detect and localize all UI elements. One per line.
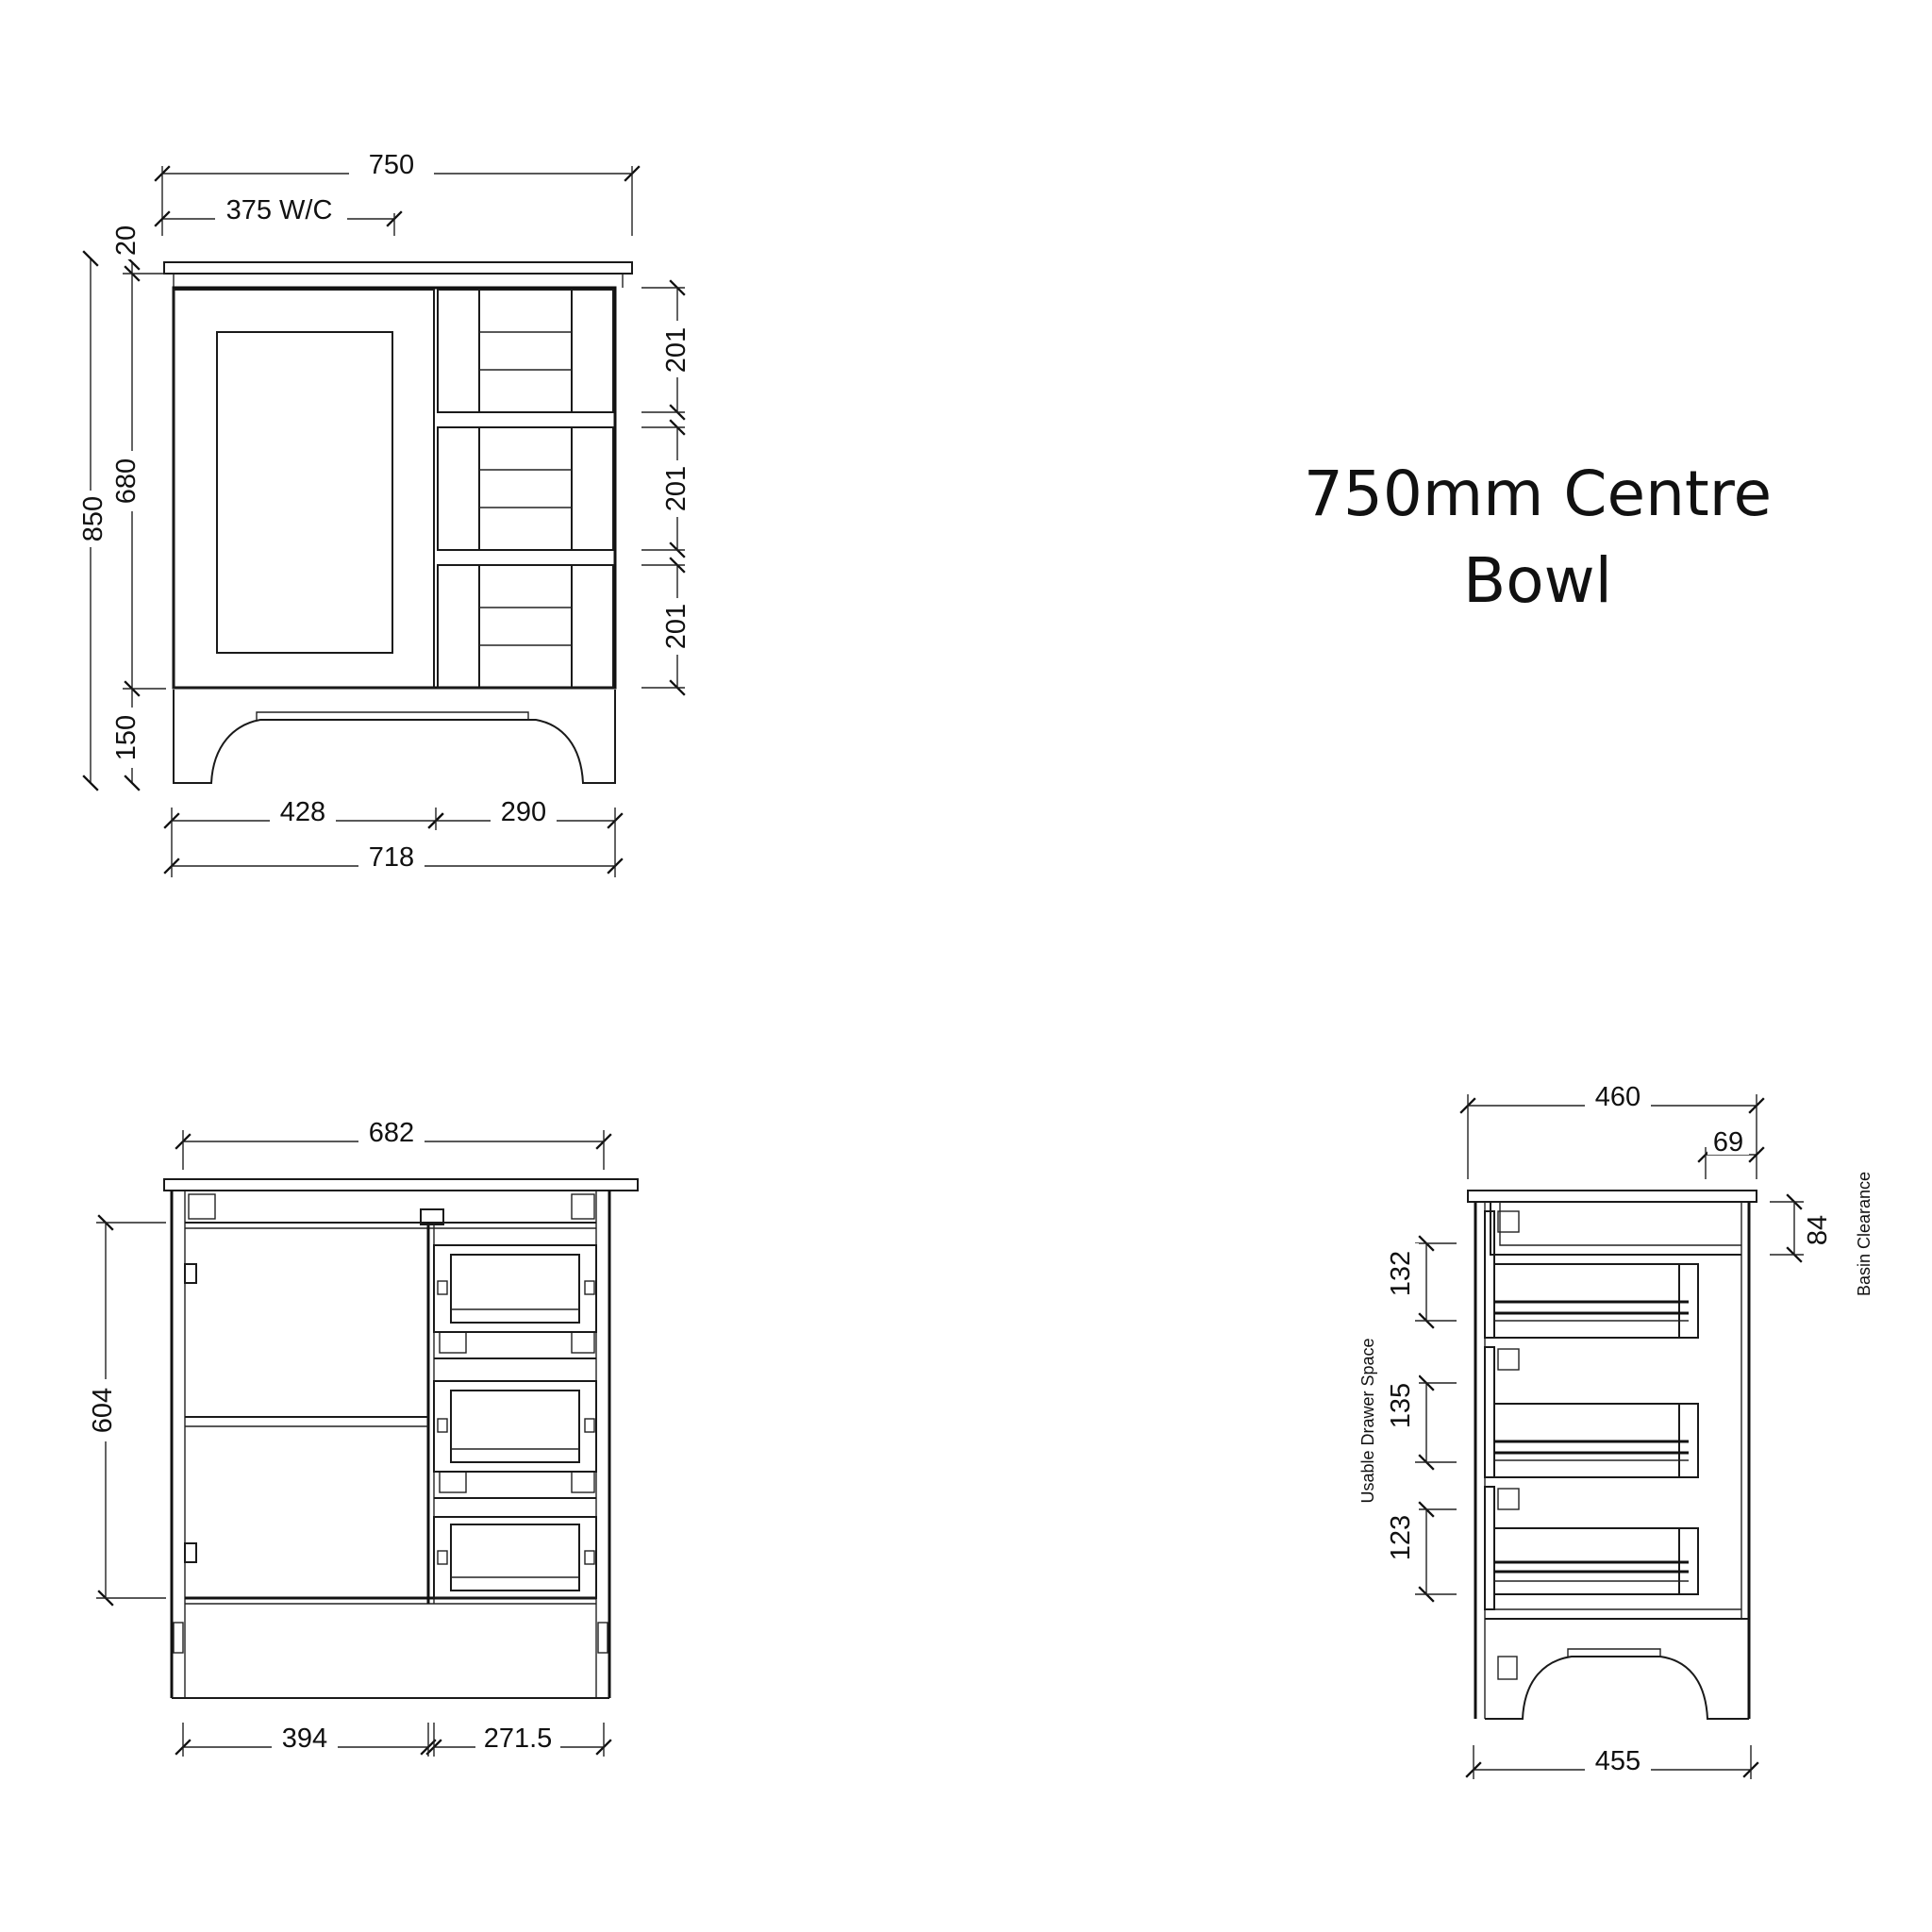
title-line-2: Bowl <box>1463 544 1612 617</box>
dim-basin-clearance: 84 <box>1803 1215 1833 1245</box>
side-plinth <box>1485 1656 1749 1720</box>
basin-recess <box>1490 1202 1741 1256</box>
interior-view: 682 604 394 271.5 <box>87 1118 639 1762</box>
dim-drawer-width: 290 <box>501 797 546 827</box>
dim-right-bay: 271.5 <box>484 1724 553 1754</box>
side-drawer-box <box>1494 1263 1699 1339</box>
dim-base-depth: 455 <box>1595 1746 1641 1776</box>
side-drawer-box <box>1494 1403 1699 1478</box>
side-drawer-front <box>1484 1210 1495 1339</box>
dim-drawer-height: 201 <box>661 327 691 373</box>
dim-plinth-height: 150 <box>111 715 142 760</box>
front-door <box>173 289 435 689</box>
dim-left-bay: 394 <box>282 1724 327 1754</box>
side-benchtop <box>1467 1190 1757 1203</box>
interior-drawer <box>433 1516 597 1599</box>
interior-drawer <box>433 1244 597 1333</box>
interior-benchtop <box>163 1178 639 1191</box>
dim-door-width: 428 <box>280 797 325 827</box>
dim-drawer-space: 132 <box>1386 1251 1416 1296</box>
side-drawer-front <box>1484 1486 1495 1610</box>
front-drawer <box>437 289 614 413</box>
front-drawer <box>437 426 614 551</box>
dim-carcass-height: 680 <box>111 458 142 504</box>
usable-space-label: Usable Drawer Space <box>1358 1338 1377 1503</box>
dim-inner-height: 604 <box>88 1388 118 1433</box>
basin-clearance-label: Basin Clearance <box>1855 1172 1874 1296</box>
dim-drawer-space: 135 <box>1386 1383 1416 1428</box>
dim-inner-width: 682 <box>369 1118 414 1148</box>
dim-carcass-width: 718 <box>369 842 414 873</box>
front-elevation: 750 375 W/C 850 20 680 150 201 <box>74 150 691 881</box>
dim-overall-depth: 460 <box>1595 1082 1641 1112</box>
front-door-panel <box>216 331 393 654</box>
dim-overall-height: 850 <box>78 496 108 541</box>
front-plinth <box>173 690 616 784</box>
dim-wc-offset: 375 W/C <box>226 195 333 225</box>
dim-rear-gap: 69 <box>1713 1127 1743 1158</box>
side-drawer-front <box>1484 1346 1495 1478</box>
front-carcass <box>172 286 617 690</box>
title-line-1: 750mm Centre <box>1303 458 1773 530</box>
interior-drawer <box>433 1380 597 1473</box>
front-drawer <box>437 564 614 689</box>
dim-drawer-height: 201 <box>661 604 691 649</box>
side-section: 460 69 84 Basin Clearance Usable Drawer … <box>1358 1082 1874 1785</box>
dim-drawer-space: 123 <box>1386 1515 1416 1560</box>
side-drawer-box <box>1494 1527 1699 1595</box>
dim-overall-width: 750 <box>369 150 414 180</box>
front-benchtop <box>163 261 633 275</box>
dim-drawer-height: 201 <box>661 466 691 511</box>
title-block: 750mm Centre Bowl <box>1264 451 1811 625</box>
dim-top-thickness: 20 <box>111 225 142 256</box>
